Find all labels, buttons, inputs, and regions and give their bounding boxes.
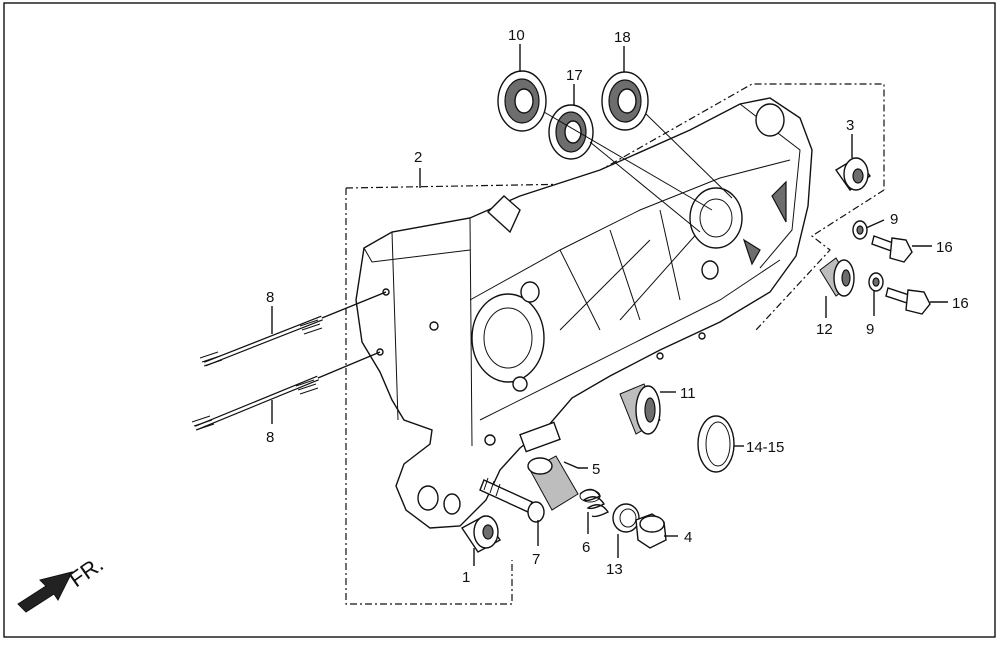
callout-8-lower: 8 [266,429,274,446]
bearing-17 [548,104,594,160]
stud-leaders [317,291,387,379]
spring-6 [579,488,610,518]
callout-16-lower: 16 [952,295,969,312]
needle-bearing-11 [619,383,661,435]
washer-9-lower [868,272,884,292]
callout-3: 3 [846,117,854,134]
callout-1: 1 [462,569,470,586]
needle-bearing-12 [819,257,855,297]
assembly-boundary-2 [345,83,885,605]
collar-1 [460,515,502,553]
callout-10: 10 [508,27,525,44]
bush-3 [834,157,872,191]
crankcase-housing [355,97,813,529]
callout-16-upper: 16 [936,239,953,256]
bearing-axis-lines [543,111,733,233]
stud-lower [191,375,319,431]
callout-2: 2 [414,149,422,166]
callout-17: 17 [566,67,583,84]
front-label: FR. [65,551,108,592]
pin-7 [479,477,545,523]
callout-18: 18 [614,29,631,46]
callout-8-upper: 8 [266,289,274,306]
callout-12: 12 [816,321,833,338]
callout-13: 13 [606,561,623,578]
o-ring-13 [612,503,640,533]
drain-plug-4 [635,513,667,549]
bolt-16-lower [885,287,931,315]
bolt-16-upper [871,235,913,263]
callout-9-lower: 9 [866,321,874,338]
callout-11: 11 [680,385,696,402]
washer-9-upper [852,220,868,240]
callout-5: 5 [592,461,600,478]
front-direction-arrow [17,571,73,613]
stud-upper [199,315,323,367]
callout-9-upper: 9 [890,211,898,228]
bearing-10 [497,70,547,132]
snap-ring-14-15 [697,415,735,473]
callout-7: 7 [532,551,540,568]
diagram-frame [3,2,996,638]
bearing-18 [601,71,649,131]
leader-lines [271,44,948,566]
strainer-5 [527,455,579,511]
callout-6: 6 [582,539,590,556]
callout-4: 4 [684,529,692,546]
callout-14-15: 14-15 [746,439,784,456]
